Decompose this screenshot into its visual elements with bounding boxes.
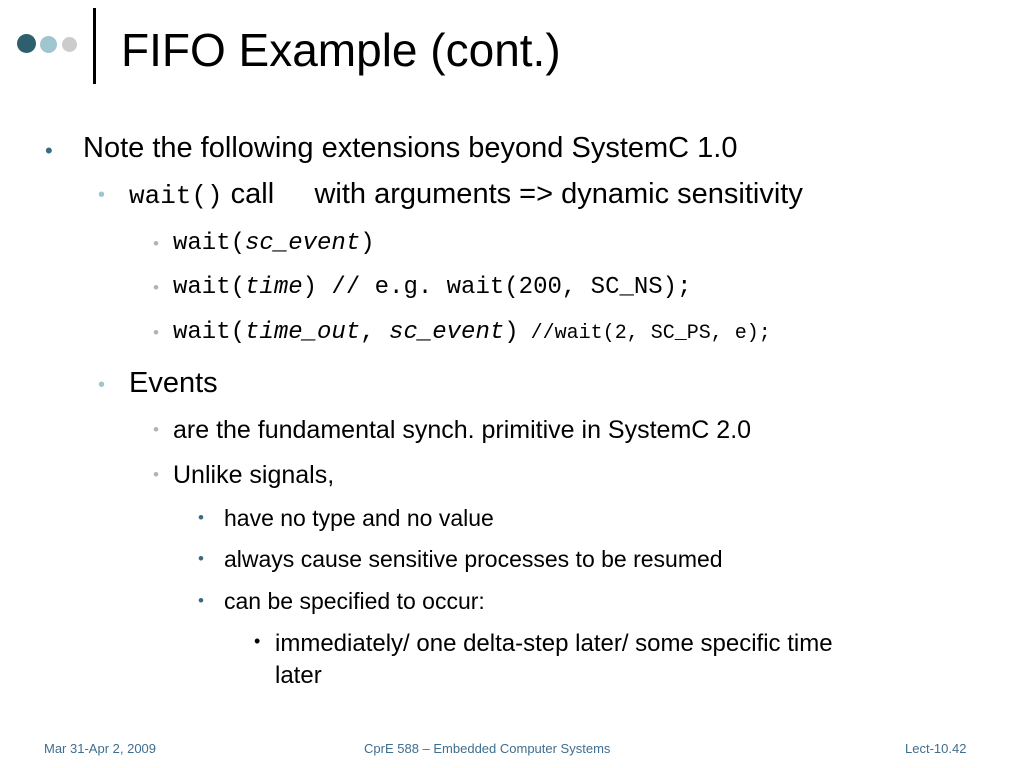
slide-title: FIFO Example (cont.) bbox=[121, 24, 561, 76]
code-arg: time_out bbox=[245, 319, 361, 346]
code-arg: sc_event bbox=[245, 230, 361, 257]
note-line: Note the following extensions beyond Sys… bbox=[83, 132, 738, 164]
unlike-item: have no type and no value bbox=[224, 505, 494, 531]
bullet-icon: • bbox=[153, 323, 159, 342]
events-item: are the fundamental synch. primitive in … bbox=[173, 416, 752, 444]
bullet-icon: • bbox=[153, 465, 159, 484]
code-text: wait( bbox=[173, 319, 246, 346]
wait-call-line: wait() call with arguments => dynamic se… bbox=[129, 177, 803, 213]
bullet-icon: • bbox=[198, 508, 204, 527]
bullet-icon: • bbox=[153, 234, 159, 253]
wait-item-timeout: wait(time_out, sc_event) //wait(2, SC_PS… bbox=[173, 318, 771, 349]
bullet-icon: • bbox=[198, 549, 204, 568]
footer-course: CprE 588 – Embedded Computer Systems bbox=[364, 741, 611, 756]
bullet-icon: • bbox=[254, 631, 261, 651]
events-heading: Events bbox=[129, 367, 218, 399]
title-dots-decoration bbox=[17, 32, 87, 54]
title-divider bbox=[93, 8, 96, 84]
bullet-icon: • bbox=[153, 278, 159, 297]
unlike-item: can be specified to occur: bbox=[224, 588, 485, 614]
code-text: ) bbox=[360, 230, 375, 257]
dot-gray-icon bbox=[62, 37, 77, 52]
events-item: Unlike signals, bbox=[173, 461, 335, 489]
bullet-icon: • bbox=[198, 591, 204, 610]
code-text: ) bbox=[504, 319, 519, 346]
code-text: wait( bbox=[173, 274, 246, 301]
unlike-item: always cause sensitive processes to be r… bbox=[224, 546, 723, 572]
bullet-icon: • bbox=[98, 374, 106, 396]
code-arg: time bbox=[245, 274, 303, 301]
dot-light-icon bbox=[40, 36, 57, 53]
code-arg: sc_event bbox=[389, 319, 505, 346]
occur-item-line-1: immediately/ one delta-step later/ some … bbox=[275, 630, 833, 657]
bullet-icon: • bbox=[153, 420, 159, 439]
code-text: ) // e.g. wait(200, SC_NS); bbox=[302, 274, 692, 301]
wait-call-text: call with arguments => dynamic sensitivi… bbox=[222, 178, 803, 210]
code-comment: //wait(2, SC_PS, e); bbox=[518, 322, 771, 345]
bullet-icon: • bbox=[45, 138, 53, 163]
bullet-icon: • bbox=[98, 184, 106, 206]
footer-lecture: Lect-10.42 bbox=[905, 741, 967, 756]
occur-item-line-2: later bbox=[275, 662, 322, 689]
footer-date: Mar 31-Apr 2, 2009 bbox=[44, 741, 157, 756]
wait-item-time: wait(time) // e.g. wait(200, SC_NS); bbox=[173, 273, 692, 303]
dot-dark-icon bbox=[17, 34, 36, 53]
wait-item-sc-event: wait(sc_event) bbox=[173, 229, 375, 259]
code-text: , bbox=[360, 319, 390, 346]
wait-call-code: wait() bbox=[129, 181, 223, 211]
code-text: wait( bbox=[173, 230, 246, 257]
